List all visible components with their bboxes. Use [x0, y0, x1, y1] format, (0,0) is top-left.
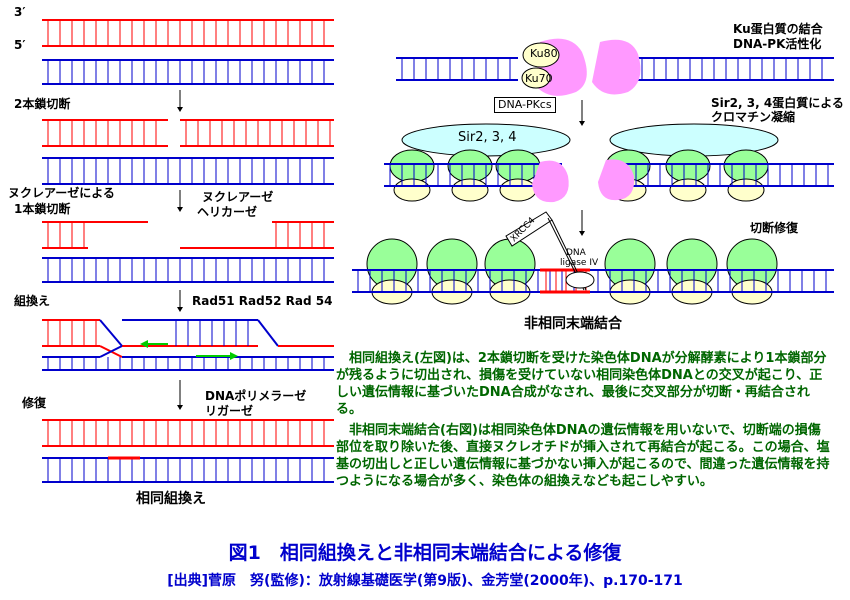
histone-green	[389, 149, 435, 183]
sir-protein-label: Sir2, 3, 4	[458, 130, 517, 145]
dsb-label: 2本鎖切断	[14, 97, 71, 111]
synthesis-arrowhead-left	[140, 340, 148, 348]
ku70-label: Ku70	[525, 72, 553, 85]
homologous-recombination-title: 相同組換え	[136, 491, 206, 507]
ku-label-2: DNA-PK活性化	[733, 37, 822, 51]
sir-label-1: Sir2, 3, 4蛋白質による	[711, 96, 844, 110]
dnapkcs-label: DNA-PKcs	[494, 97, 556, 113]
description-paragraph-1: 相同組換え(左図)は、2本鎖切断を受けた染色体DNAが分解酵素により1本鎖部分が…	[336, 351, 827, 417]
ku80-label: Ku80	[530, 47, 558, 60]
figure-caption: 図1 相同組換えと非相同末端結合による修復	[228, 542, 622, 564]
source-citation: [出典]菅原 努(監修)：放射線基礎医学(第9版)、金芳堂(2000年)、p.1…	[167, 573, 683, 589]
ku80-shape	[522, 42, 560, 68]
nhej-title: 非相同末端結合	[524, 316, 622, 332]
synthesis-arrowhead-right	[230, 352, 238, 360]
ligase-iv-shape	[565, 271, 595, 289]
ku-label-1: Ku蛋白質の結合	[733, 22, 823, 36]
nuclease-label-1: ヌクレアーゼによる	[8, 186, 115, 200]
invasion-blue-cross-left	[99, 319, 123, 347]
ligase-label-2: ligase IV	[560, 258, 599, 268]
polymerase-label-1: DNAポリメラーゼ	[205, 389, 307, 403]
cut-repair-label: 切断修復	[750, 221, 799, 235]
left-arrow-1-head	[177, 107, 183, 112]
histone-yellow	[727, 178, 765, 202]
left-arrow-2-head	[177, 207, 183, 212]
histone-yellow	[451, 178, 489, 202]
dnapkcs-chromatin-left	[532, 160, 569, 203]
histone-green	[495, 149, 541, 183]
histone-green	[665, 149, 711, 183]
dnapkcs-chromatin-right	[598, 159, 635, 201]
repair-label: 修復	[22, 396, 47, 410]
polymerase-label-2: リガーゼ	[205, 404, 254, 418]
left-arrow-3-head	[177, 307, 183, 312]
rad-proteins-label: Rad51 Rad52 Rad 54	[192, 294, 333, 308]
sir-label-2: クロマチン凝縮	[711, 110, 796, 124]
invasion-blue-cross-right	[257, 319, 279, 347]
nuclease-label-2: 1本鎖切断	[14, 202, 71, 216]
three-prime-label: 3′	[14, 5, 26, 19]
description-text: 相同組換え(左図)は、2本鎖切断を受けた染色体DNAが分解酵素により1本鎖部分が…	[336, 350, 832, 494]
nuclease-helicase-label-1: ヌクレアーゼ	[202, 190, 274, 204]
right-arrow-1-head	[579, 121, 585, 126]
histone-green	[723, 149, 769, 183]
histone-yellow	[499, 178, 537, 202]
description-paragraph-2: 非相同末端結合(右図)は相同染色体DNAの遺伝情報を用いないで、切断端の損傷部位…	[336, 423, 830, 489]
dnapkcs-blob-right	[592, 39, 641, 95]
histone-yellow	[669, 178, 707, 202]
five-prime-label: 5′	[14, 38, 26, 52]
histone-yellow	[393, 178, 431, 202]
invasion-blue-cross	[99, 345, 123, 358]
ku70-shape	[521, 67, 551, 89]
ligase-label-1: DNA	[566, 248, 586, 258]
left-arrow-4-head	[177, 405, 183, 410]
nuclease-helicase-label-2: ヘリカーゼ	[197, 205, 258, 219]
histone-green	[447, 149, 493, 183]
recombination-label: 組換え	[14, 294, 51, 308]
right-arrow-2-head	[579, 231, 585, 236]
